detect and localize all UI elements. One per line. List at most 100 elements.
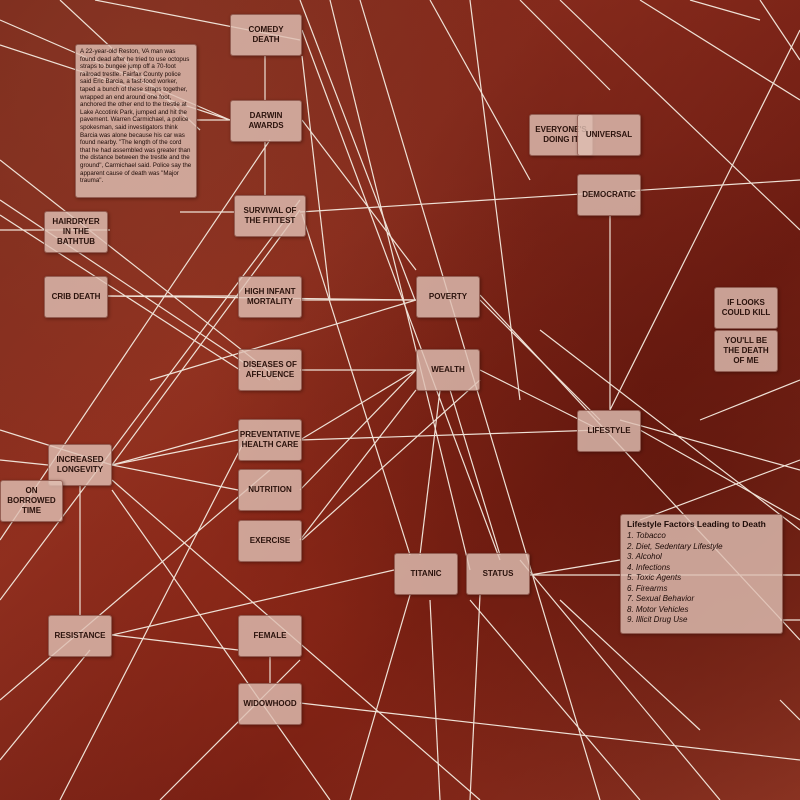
connector-line bbox=[59, 429, 251, 800]
node-survival-fittest[interactable]: SURVIVAL OF THE FITTEST bbox=[234, 195, 306, 237]
connector-line bbox=[0, 469, 271, 701]
node-darwin-awards[interactable]: DARWIN AWARDS bbox=[230, 100, 302, 142]
connector-line bbox=[529, 559, 621, 576]
connector-line bbox=[301, 119, 417, 271]
connector-line bbox=[111, 209, 301, 466]
connector-line bbox=[689, 0, 761, 21]
connector-line bbox=[419, 389, 441, 556]
node-label: COMEDY DEATH bbox=[248, 25, 284, 44]
connector-line bbox=[299, 702, 800, 761]
node-label: LIFESTYLE bbox=[587, 426, 631, 435]
node-wealth[interactable]: WEALTH bbox=[416, 349, 480, 391]
connector-line bbox=[111, 634, 239, 651]
connector-line bbox=[299, 0, 416, 301]
lifestyle-factor-item: 2. Diet, Sedentary Lifestyle bbox=[627, 541, 723, 551]
connector-line bbox=[349, 594, 411, 800]
node-label: EVERYONE'S DOING IT bbox=[535, 125, 587, 144]
node-label: CRIB DEATH bbox=[51, 292, 101, 301]
connector-line bbox=[479, 299, 601, 421]
connector-line bbox=[0, 649, 91, 761]
lifestyle-factor-item: 7. Sexual Behavior bbox=[627, 594, 695, 603]
connector-line bbox=[559, 0, 800, 231]
connector-line bbox=[779, 699, 800, 721]
connector-line bbox=[301, 213, 411, 556]
connector-line bbox=[0, 159, 281, 381]
node-label: IF LOOKS COULD KILL bbox=[721, 298, 771, 317]
node-high-infant[interactable]: HIGH INFANT MORTALITY bbox=[238, 276, 302, 318]
connector-line bbox=[429, 0, 531, 181]
node-poverty[interactable]: POVERTY bbox=[416, 276, 480, 318]
lifestyle-factor-item: 9. Illicit Drug Use bbox=[627, 615, 688, 624]
node-label: ON BORROWED TIME bbox=[7, 486, 56, 515]
node-preventative[interactable]: PREVENTATIVE HEALTH CARE bbox=[238, 419, 302, 461]
lifestyle-factor-item: 4. Infections bbox=[627, 562, 671, 572]
connector-line bbox=[429, 599, 441, 800]
node-lifestyle[interactable]: LIFESTYLE bbox=[577, 410, 641, 452]
node-titanic[interactable]: TITANIC bbox=[394, 553, 458, 595]
connector-line bbox=[639, 459, 800, 521]
connector-line bbox=[111, 464, 239, 491]
node-female[interactable]: FEMALE bbox=[238, 615, 302, 657]
node-label: RESISTANCE bbox=[54, 631, 106, 640]
connector-line bbox=[639, 0, 800, 101]
node-comedy-death[interactable]: COMEDY DEATH bbox=[230, 14, 302, 56]
node-borrowed-time[interactable]: ON BORROWED TIME bbox=[0, 480, 63, 522]
node-democratic[interactable]: DEMOCRATIC bbox=[577, 174, 641, 216]
node-label: NUTRITION bbox=[248, 485, 292, 494]
node-label: HIGH INFANT MORTALITY bbox=[244, 287, 296, 306]
node-diseases-affluence[interactable]: DISEASES OF AFFLUENCE bbox=[238, 349, 302, 391]
node-label: POVERTY bbox=[428, 292, 468, 301]
node-label: FEMALE bbox=[253, 631, 287, 640]
connector-line bbox=[519, 0, 611, 91]
lifestyle-factor-item: 3. Alcohol bbox=[627, 552, 662, 561]
connector-line bbox=[0, 214, 241, 371]
connector-line bbox=[111, 429, 239, 466]
lifestyle-factors-title: Lifestyle Factors Leading to Death bbox=[627, 519, 766, 529]
node-label: INCREASED LONGEVITY bbox=[56, 455, 104, 474]
connector-line bbox=[299, 179, 800, 213]
node-status[interactable]: STATUS bbox=[466, 553, 530, 595]
connector-line bbox=[449, 389, 501, 556]
node-nutrition[interactable]: NUTRITION bbox=[238, 469, 302, 511]
connector-line bbox=[301, 379, 481, 541]
node-widowhood[interactable]: WIDOWHOOD bbox=[238, 683, 302, 725]
connector-line bbox=[111, 489, 331, 800]
node-label: HAIRDRYER IN THE BATHTUB bbox=[52, 217, 100, 246]
connector-line bbox=[299, 429, 601, 441]
node-resistance[interactable]: RESISTANCE bbox=[48, 615, 112, 657]
node-label: YOU'LL BE THE DEATH OF ME bbox=[723, 336, 769, 365]
lifestyle-factor-item: 8. Motor Vehicles bbox=[627, 604, 689, 614]
lifestyle-factor-item: 6. Firearms bbox=[627, 583, 668, 593]
node-label: WIDOWHOOD bbox=[243, 699, 297, 708]
connector-line bbox=[469, 599, 641, 800]
connector-line bbox=[619, 419, 800, 471]
connector-line bbox=[359, 0, 601, 800]
connector-line bbox=[329, 0, 471, 571]
node-youll-be[interactable]: YOU'LL BE THE DEATH OF ME bbox=[714, 330, 778, 372]
node-crib-death[interactable]: CRIB DEATH bbox=[44, 276, 108, 318]
node-label: EXERCISE bbox=[249, 536, 291, 545]
node-label: TITANIC bbox=[410, 569, 442, 578]
lifestyle-factor-item: 5. Toxic Agents bbox=[627, 573, 682, 582]
connector-line bbox=[469, 594, 481, 800]
node-increased-longevity[interactable]: INCREASED LONGEVITY bbox=[48, 444, 112, 486]
connector-line bbox=[299, 369, 417, 441]
node-exercise[interactable]: EXERCISE bbox=[238, 520, 302, 562]
connector-line bbox=[639, 429, 800, 521]
darwin-award-story-note: A 22-year-old Reston, VA man was found d… bbox=[75, 44, 197, 198]
node-if-looks[interactable]: IF LOOKS COULD KILL bbox=[714, 287, 778, 329]
node-hairdryer[interactable]: HAIRDRYER IN THE BATHTUB bbox=[44, 211, 108, 253]
connector-line bbox=[0, 459, 49, 466]
connector-line bbox=[299, 389, 417, 541]
connector-line bbox=[159, 659, 301, 800]
connector-line bbox=[0, 199, 301, 601]
node-label: SURVIVAL OF THE FITTEST bbox=[243, 206, 297, 225]
connector-line bbox=[299, 369, 417, 491]
connector-line bbox=[539, 329, 800, 531]
node-label: DEMOCRATIC bbox=[582, 190, 636, 199]
node-label: WEALTH bbox=[431, 365, 465, 374]
connector-line bbox=[759, 0, 800, 61]
node-universal[interactable]: UNIVERSAL bbox=[577, 114, 641, 156]
